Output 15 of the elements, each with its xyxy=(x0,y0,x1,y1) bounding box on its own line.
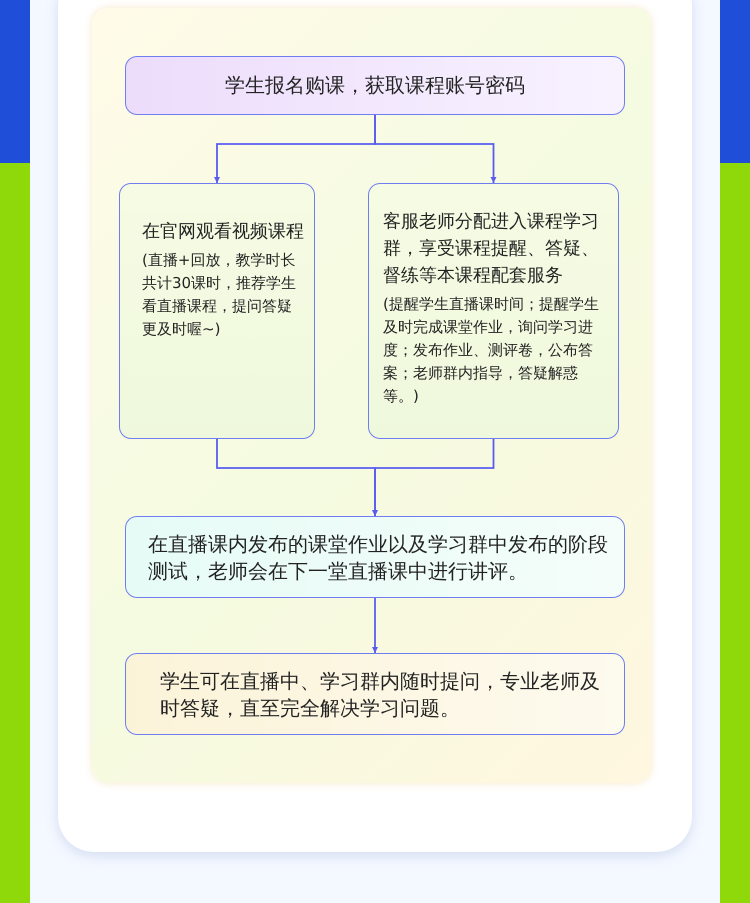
process-box xyxy=(125,56,625,115)
process-box xyxy=(125,516,625,598)
process-box xyxy=(125,653,625,735)
process-box xyxy=(368,183,619,439)
arrow xyxy=(372,439,494,516)
step-text: 在官网观看视频课程 xyxy=(142,220,304,244)
step-text: 学生报名购课，获取课程账号密码 xyxy=(224,72,526,99)
step-text: 客服老师分配进入课程学习群，享受课程提醒、答疑、督练等本课程配套服务 xyxy=(383,210,600,288)
step-text: 学生可在直播中、学习群内随时提问，专业老师及时答疑，直至完全解决学习问题。 xyxy=(160,668,601,722)
step-text: 在直播课内发布的课堂作业以及学习群中发布的阶段测试，老师会在下一堂直播课中进行讲评。 xyxy=(148,531,609,585)
arrow xyxy=(374,115,496,183)
note-text: (直播+回放，教学时长共计30课时，推荐学生看直播课程，提问答疑更及时喔~) xyxy=(142,250,298,340)
process-box xyxy=(119,183,315,439)
note-text: (提醒学生直播课时间；提醒学生及时完成课堂作业，询问学习进度；发布作业、测评卷，公布答案；老师群内指导，答疑解惑等。) xyxy=(383,294,600,407)
arrow xyxy=(372,598,378,653)
